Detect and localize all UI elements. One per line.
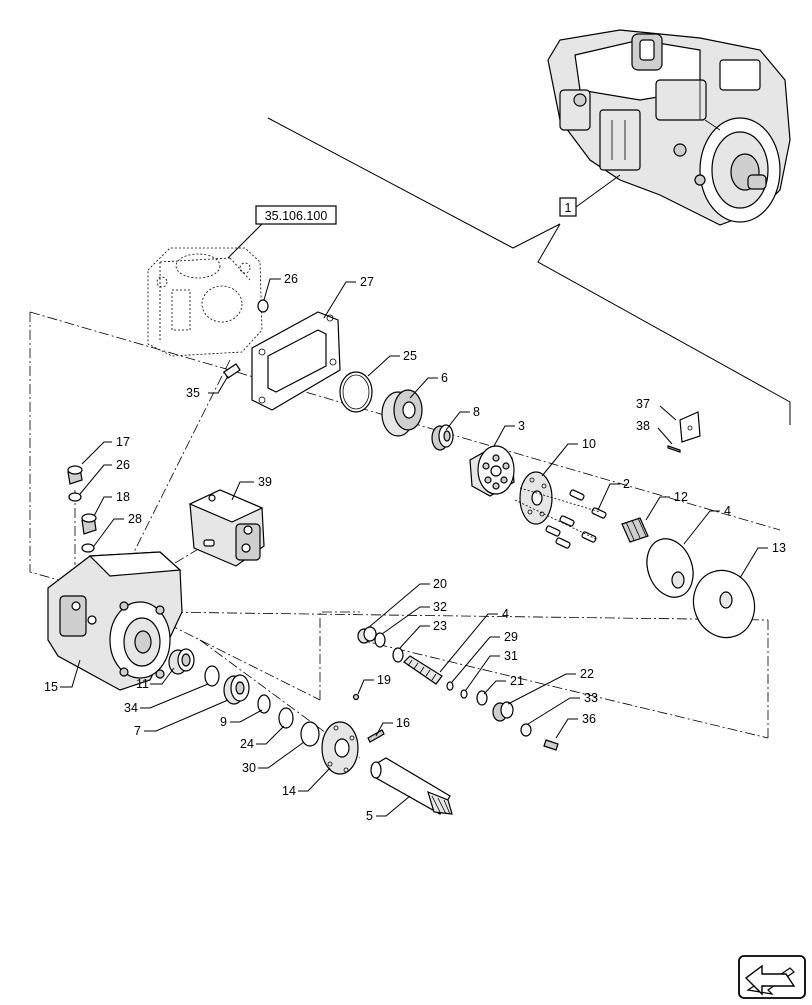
callout-6: 6	[441, 371, 448, 385]
part-26-oring-lower	[68, 492, 82, 502]
part-30-seal	[300, 721, 320, 747]
part-14-flange	[321, 721, 359, 775]
part-7-bearing	[223, 674, 250, 705]
callout-36: 36	[582, 712, 596, 726]
callout-19: 19	[377, 673, 391, 687]
callout-23: 23	[433, 619, 447, 633]
part-36-screw	[543, 739, 559, 751]
callout-32: 32	[433, 600, 447, 614]
callout-22: 22	[580, 667, 594, 681]
part-12-spring	[621, 517, 649, 543]
reference-housing-group: 35.106.100	[147, 205, 337, 357]
part-6-gear	[381, 389, 423, 437]
part-31-ring	[460, 689, 468, 699]
callout-26b: 26	[116, 458, 130, 472]
part-32-ring	[374, 632, 386, 648]
part-15-pump-housing	[47, 551, 183, 691]
callout-26a: 26	[284, 272, 298, 286]
part-2-pistons	[514, 487, 607, 549]
callout-13: 13	[772, 541, 786, 555]
callout-4b: 4	[502, 607, 509, 621]
part-34-snap-ring	[204, 665, 220, 687]
callout-16: 16	[396, 716, 410, 730]
arrow-next-page-icon[interactable]	[738, 955, 806, 999]
part-38-screw	[667, 445, 681, 453]
callout-2: 2	[623, 477, 630, 491]
assembly-callout-number: 1	[565, 201, 572, 215]
callout-numbers: 26 35 27 25 6 8 3 10 2 12 4 13 37 38 17 …	[44, 272, 786, 823]
callout-7: 7	[134, 724, 141, 738]
callout-20: 20	[433, 577, 447, 591]
callout-9: 9	[220, 715, 227, 729]
callout-18: 18	[116, 490, 130, 504]
part-3-cylinder-block	[469, 445, 515, 497]
pump-assembly-illustration	[547, 29, 791, 226]
part-19-ball	[352, 693, 360, 701]
assembly-callout: 1	[267, 117, 791, 425]
callout-14: 14	[282, 784, 296, 798]
callout-5: 5	[366, 809, 373, 823]
part-28-oring	[81, 543, 95, 553]
part-29-ring	[446, 681, 454, 691]
part-5-shaft	[370, 757, 453, 815]
callout-27: 27	[360, 275, 374, 289]
part-26-oring	[257, 299, 269, 313]
part-10-retainer-plate	[519, 471, 553, 525]
callout-38: 38	[636, 419, 650, 433]
reference-box	[255, 205, 337, 225]
callout-30: 30	[242, 761, 256, 775]
part-4-threaded-rod	[403, 655, 443, 685]
callout-33: 33	[584, 691, 598, 705]
callout-3: 3	[518, 419, 525, 433]
assembly-guide-lines	[29, 311, 781, 759]
callout-31: 31	[504, 649, 518, 663]
part-18-plug	[81, 513, 97, 535]
part-23-ring	[392, 647, 404, 663]
callout-35: 35	[186, 386, 200, 400]
callout-39: 39	[258, 475, 272, 489]
callout-12: 12	[674, 490, 688, 504]
part-8-bearing	[431, 424, 454, 451]
parts	[47, 299, 756, 815]
part-21-ring	[476, 690, 488, 706]
callout-37: 37	[636, 397, 650, 411]
callout-11: 11	[136, 677, 149, 691]
callout-17: 17	[116, 435, 130, 449]
callout-4a: 4	[724, 504, 731, 518]
part-37-plate	[679, 411, 701, 443]
reference-box-label: 35.106.100	[265, 209, 328, 223]
part-4-swash-plate	[646, 538, 694, 598]
part-24-snap-ring	[278, 707, 294, 729]
part-25-seal-ring	[339, 371, 373, 413]
part-9-ring	[257, 694, 271, 714]
callout-15: 15	[44, 680, 58, 694]
callout-10: 10	[582, 437, 596, 451]
callout-leaders	[60, 278, 768, 817]
callout-29: 29	[504, 630, 518, 644]
part-13-thrust-plate	[692, 569, 756, 639]
callout-8: 8	[473, 405, 480, 419]
callout-34: 34	[124, 701, 138, 715]
callout-25: 25	[403, 349, 417, 363]
callout-24: 24	[240, 737, 254, 751]
part-22-adjuster	[492, 701, 514, 722]
part-33-nut	[520, 723, 532, 737]
part-17-plug	[67, 465, 83, 485]
part-27-gasket	[251, 311, 341, 411]
callout-28: 28	[128, 512, 142, 526]
callout-21: 21	[510, 674, 524, 688]
part-39-valve-block	[188, 489, 265, 567]
part-35-pin	[223, 363, 241, 379]
part-20-bushing	[357, 626, 377, 644]
